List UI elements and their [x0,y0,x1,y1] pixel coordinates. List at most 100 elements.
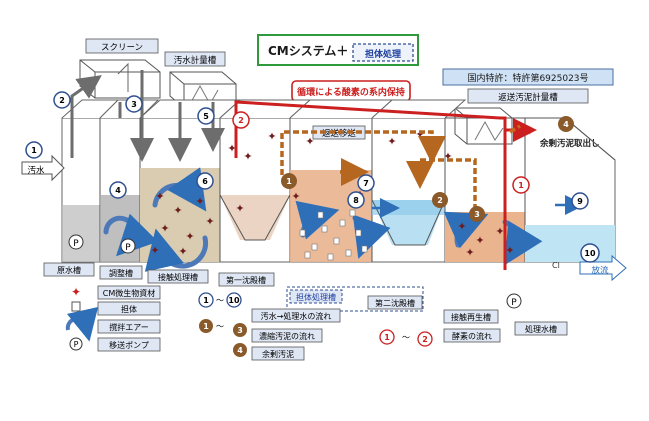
svg-text:2: 2 [437,196,443,205]
influent-arrow: 汚水 [21,154,65,182]
svg-text:10: 10 [228,296,240,305]
marker-3: 3 [125,95,143,113]
svg-text:✦: ✦ [475,234,484,247]
pump-raw-water: P [68,234,84,250]
svg-text:✦: ✦ [235,202,244,215]
svg-text:返送汚泥計量槽: 返送汚泥計量槽 [498,92,558,103]
svg-text:6: 6 [202,177,208,186]
brown-number-markers: 1 2 3 4 [281,116,574,222]
legend-flow-blue: 1 〜 10 汚水→処理水の流れ [198,292,341,323]
tank-carrier-treatment [289,99,394,262]
legend-flow-brown: 1 〜 3 濃縮汚泥の流れ [199,319,323,343]
svg-text:〜: 〜 [216,322,224,331]
svg-text:✦: ✦ [195,195,204,208]
svg-text:〜: 〜 [402,333,410,342]
svg-text:原水槽: 原水槽 [57,265,81,275]
tank-label-treated-water: 処理水槽 [514,321,568,336]
svg-text:1: 1 [203,296,209,305]
chlorine-mark: Cl [552,261,560,270]
tank-labels: 原水槽 調整槽 接触処理槽 第一沈殿槽 担体処理槽 第二沈殿槽 接触再生槽 処理… [43,262,568,336]
red-number-markers: 2 1 [232,111,530,194]
svg-text:✦: ✦ [178,245,187,258]
marker-6: 6 [196,172,214,190]
svg-text:✦: ✦ [525,125,534,138]
svg-text:CM微生物資材: CM微生物資材 [103,288,156,298]
svg-text:✦: ✦ [227,142,236,155]
marker-1: 1 [25,141,43,159]
svg-text:✦: ✦ [457,220,466,233]
brown-marker-3: 3 [469,206,485,222]
carrier-media [299,209,368,261]
excess-sludge-label: 余剰汚泥取出し [539,138,600,149]
svg-text:酵素の流れ: 酵素の流れ [452,331,492,341]
svg-text:担体処理槽: 担体処理槽 [296,292,336,302]
svg-text:スクリーン: スクリーン [101,43,143,53]
legend: ✦ CM微生物資材 担体 撹拌エアー P 移送ポンプ 1 〜 10 汚 [65,285,501,361]
patent-text: 国内特許：特許第6925023号 [467,72,588,84]
svg-text:✦: ✦ [505,244,514,257]
tank-label-raw-water: 原水槽 [43,262,95,277]
oxygen-note-box: 循環による酸素の系内保持 [291,80,411,102]
carrier-title: 担体処理 [365,48,401,60]
screen-unit [79,59,161,99]
svg-text:✦: ✦ [155,190,164,203]
svg-text:P: P [73,239,79,249]
system-title: CMシステム＋ [268,44,348,58]
tank-label-carrier-treatment: 担体処理槽 [289,289,343,304]
svg-text:第二沈殿槽: 第二沈殿槽 [375,298,415,308]
system-title-box: CMシステム＋ 担体処理 [257,34,419,66]
tank-label-second-settling: 第二沈殿槽 [367,295,423,310]
marker-10: 10 [580,243,600,263]
tank-label-contact-regeneration: 接触再生槽 [443,309,499,324]
svg-text:〜: 〜 [216,296,224,305]
svg-text:2: 2 [59,96,65,105]
return-sludge-meter-label: 返送汚泥計量槽 [467,88,589,104]
svg-text:✦: ✦ [150,244,159,257]
svg-text:4: 4 [115,186,121,195]
svg-text:✦: ✦ [243,150,252,163]
svg-text:接触処理槽: 接触処理槽 [158,272,198,282]
brown-marker-1: 1 [281,173,297,189]
legend-aeration: 撹拌エアー [65,306,161,342]
pump-equalization: P [120,238,136,254]
svg-text:✦: ✦ [443,150,452,163]
svg-text:✦: ✦ [465,246,474,259]
tank-label-equalization: 調整槽 [99,265,143,280]
svg-text:2: 2 [422,335,428,344]
patent-box: 国内特許：特許第6925023号 [442,68,614,86]
svg-text:汚水計量槽: 汚水計量槽 [174,55,217,66]
screen-label: スクリーン [85,38,159,54]
svg-text:接触再生槽: 接触再生槽 [451,312,491,322]
svg-text:P: P [74,340,79,349]
svg-text:2: 2 [238,116,244,125]
svg-text:第一沈殿槽: 第一沈殿槽 [226,275,266,285]
svg-text:1: 1 [31,146,37,155]
svg-text:1: 1 [518,181,524,190]
svg-text:担体: 担体 [121,304,137,314]
legend-carrier: 担体 [71,301,161,316]
brown-marker-4: 4 [558,116,574,132]
legend-flow-red: 1 〜 2 酵素の流れ [379,328,501,347]
svg-text:✦: ✦ [173,204,182,217]
marker-5: 5 [197,107,215,125]
tank-label-contact-treatment: 接触処理槽 [147,269,209,284]
svg-text:1: 1 [286,177,292,186]
marker-4: 4 [109,181,127,199]
marker-2: 2 [53,91,71,109]
tank-label-first-settling: 第一沈殿槽 [218,272,275,287]
svg-text:移送ポンプ: 移送ポンプ [109,340,149,350]
svg-text:10: 10 [584,249,596,258]
red-marker-1: 1 [512,176,530,194]
svg-text:✦: ✦ [160,222,169,235]
marker-9: 9 [571,192,589,210]
legend-flow-brown-4: 4 余剰汚泥 [233,343,305,361]
svg-text:調整槽: 調整槽 [109,268,133,278]
marker-8: 8 [347,191,365,209]
legend-cm-material: ✦ CM微生物資材 [71,285,161,300]
svg-text:4: 4 [563,120,569,129]
red-marker-2: 2 [232,111,250,129]
svg-text:✦: ✦ [415,128,424,141]
svg-text:濃縮汚泥の流れ: 濃縮汚泥の流れ [259,331,315,341]
